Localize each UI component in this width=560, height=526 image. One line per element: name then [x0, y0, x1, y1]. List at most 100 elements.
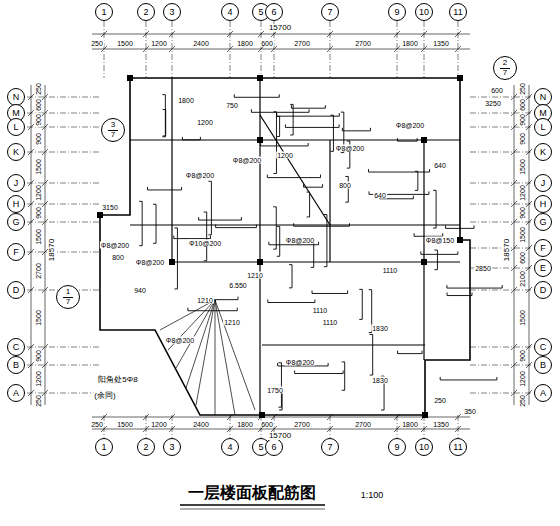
- dimension-text: 1500: [519, 158, 526, 176]
- axis-label: 1: [63, 288, 73, 298]
- axis-label: E: [540, 264, 546, 273]
- axis-bubble: H: [534, 195, 552, 213]
- rebar-annotation: 640: [373, 192, 387, 199]
- dimension-text: 900: [519, 113, 526, 127]
- rebar-annotation: 3150: [101, 204, 119, 211]
- dimension-text: 1500: [35, 228, 42, 246]
- axis-label: N: [540, 93, 547, 102]
- axis-label: 1: [101, 8, 106, 17]
- axis-bubble: H: [7, 195, 25, 213]
- rebar-annotation: 250: [433, 397, 447, 404]
- rebar-annotation: 1:100: [360, 491, 385, 500]
- drawing-title: 一层楼面板配筋图: [187, 485, 317, 501]
- axis-bubble: C: [7, 338, 25, 356]
- rebar-annotation: 3250: [484, 100, 502, 107]
- dimension-text: 250: [90, 40, 104, 47]
- dimension-text: 900: [35, 132, 42, 146]
- rebar-annotation: 6.550: [228, 282, 248, 289]
- dimension-text: 2100: [519, 270, 526, 288]
- section-mark: 27: [493, 56, 517, 80]
- axis-label: 4: [227, 8, 232, 17]
- dimension-text: 15700: [268, 432, 292, 440]
- axis-bubble: G: [534, 213, 552, 231]
- dimension-text: 250: [519, 82, 526, 96]
- rebar-annotation: 1110: [382, 267, 399, 274]
- dimension-text: 15700: [268, 24, 292, 32]
- axis-label: 4: [227, 443, 232, 452]
- axis-label: J: [14, 179, 19, 188]
- axis-bubble: K: [534, 143, 552, 161]
- dimension-text: 1200: [519, 370, 526, 388]
- dimension-text: 1200: [150, 421, 168, 428]
- axis-bubble: 9: [388, 438, 406, 456]
- axis-label: 2: [143, 8, 148, 17]
- axis-label: 10: [419, 8, 429, 17]
- dimension-text: 250: [90, 421, 104, 428]
- rebar-annotation: (余同): [93, 392, 116, 400]
- rebar-annotation: Φ8@150: [425, 237, 455, 244]
- axis-label: 3: [108, 121, 118, 131]
- rebar-annotation: 1210: [223, 319, 241, 326]
- rebar-annotation: 18570: [503, 238, 511, 262]
- axis-bubble: D: [534, 281, 552, 299]
- dimension-text: 250: [35, 82, 42, 96]
- axis-label: 11: [453, 8, 462, 17]
- axis-label: 9: [394, 443, 399, 452]
- axis-bubble: 7: [321, 3, 339, 21]
- dimension-text: 2700: [35, 262, 42, 280]
- axis-label: 7: [503, 69, 507, 77]
- section-mark: 17: [56, 285, 80, 309]
- dimension-text: 350: [463, 408, 477, 415]
- axis-label: L: [13, 123, 18, 132]
- dimension-text: 2700: [293, 40, 311, 47]
- dimension-text: 1350: [432, 40, 450, 47]
- axis-bubble: E: [534, 259, 552, 277]
- dimension-text: 1500: [116, 421, 134, 428]
- axis-bubble: 9: [388, 3, 406, 21]
- dimension-text: 1500: [519, 309, 526, 327]
- axis-label: K: [540, 148, 546, 157]
- rebar-annotation: Φ8@200: [232, 157, 262, 164]
- axis-bubble: 3: [163, 3, 181, 21]
- axis-label: B: [540, 361, 546, 370]
- axis-label: C: [540, 343, 547, 352]
- dimension-text: 900: [519, 206, 526, 220]
- rebar-annotation: 1830: [371, 325, 389, 332]
- dimension-text: 1800: [401, 421, 419, 428]
- dimension-text: 2700: [293, 421, 311, 428]
- axis-bubble: D: [7, 281, 25, 299]
- dimension-text: 1500: [35, 158, 42, 176]
- axis-label: M: [539, 109, 547, 118]
- rebar-annotation: Φ8@200: [335, 145, 365, 152]
- dimension-text: 2400: [192, 421, 210, 428]
- axis-label: D: [540, 286, 547, 295]
- axis-label: 2: [143, 443, 148, 452]
- rebar-annotation: 1210: [196, 297, 214, 304]
- rebar-annotation: 800: [111, 254, 125, 261]
- section-mark: 37: [101, 118, 125, 142]
- axis-label: K: [13, 148, 19, 157]
- dimension-text: 250: [519, 394, 526, 408]
- rebar-annotation: 640: [433, 162, 447, 169]
- axis-bubble: 2: [137, 3, 155, 21]
- axis-bubble: 4: [221, 3, 239, 21]
- rebar-annotation: 1200: [276, 152, 294, 159]
- axis-bubble: F: [7, 243, 25, 261]
- rebar-annotation: 1830: [371, 377, 389, 384]
- axis-bubble: 6: [265, 438, 283, 456]
- dimension-text: 1800: [236, 40, 254, 47]
- axis-label: B: [13, 361, 19, 370]
- dimension-text: 1500: [116, 40, 134, 47]
- axis-bubble: J: [7, 174, 25, 192]
- axis-bubble: 10: [415, 438, 433, 456]
- rebar-annotation: Φ8@200: [135, 259, 165, 266]
- rebar-annotation: 阳角处5Φ8: [97, 376, 138, 384]
- axis-label: G: [12, 218, 19, 227]
- rebar-annotation: 1200: [196, 119, 214, 126]
- axis-label: D: [13, 286, 20, 295]
- axis-label: 10: [419, 443, 429, 452]
- axis-label: 6: [271, 443, 276, 452]
- axis-label: 7: [66, 298, 70, 306]
- dimension-text: 600: [519, 251, 526, 265]
